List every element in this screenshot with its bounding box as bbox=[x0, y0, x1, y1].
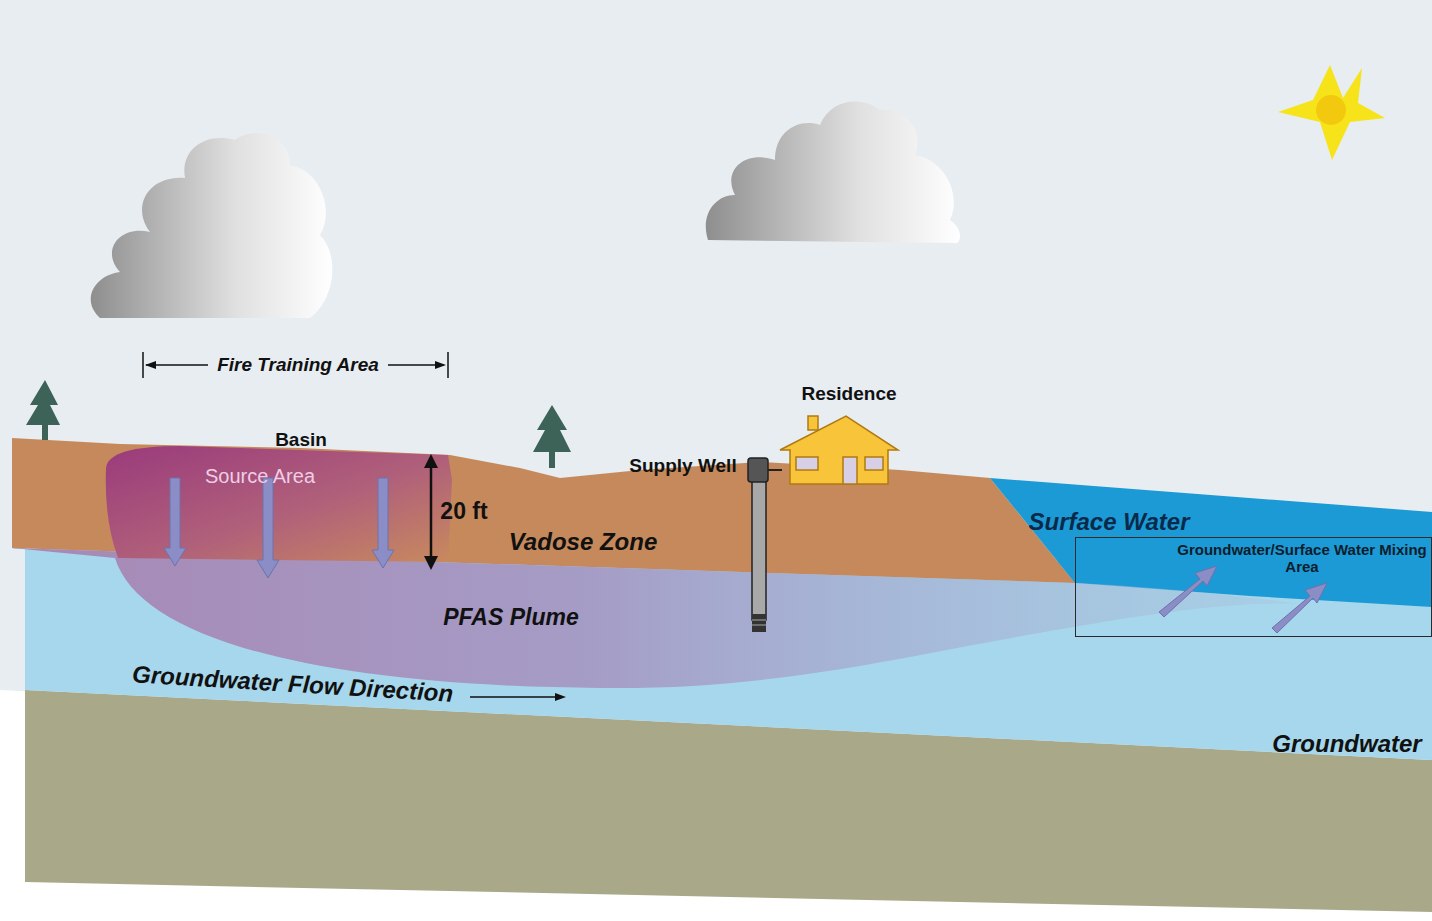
area-label: Fire Training Area bbox=[213, 355, 383, 376]
mixing-area-box: Groundwater/Surface Water Mixing Area bbox=[1075, 537, 1432, 637]
box-label: Groundwater/Surface Water Mixing Area bbox=[1177, 541, 1427, 576]
clouds bbox=[91, 102, 960, 318]
residence-label: Residence bbox=[801, 384, 896, 405]
trees bbox=[26, 380, 571, 468]
basin-label: Basin bbox=[275, 430, 327, 451]
supply-well bbox=[748, 458, 782, 632]
surface-water-label: Surface Water bbox=[1029, 509, 1190, 535]
sun bbox=[1278, 65, 1385, 160]
plume-label: PFAS Plume bbox=[443, 605, 578, 630]
residence-house bbox=[780, 416, 898, 484]
zone-label: Vadose Zone bbox=[509, 529, 657, 555]
infiltration-arrows bbox=[164, 478, 394, 578]
source-area-label: Source Area bbox=[205, 465, 315, 487]
well-label: Supply Well bbox=[629, 456, 736, 477]
source-area bbox=[106, 446, 452, 562]
discharge-arrows bbox=[1159, 566, 1327, 633]
groundwater-label: Groundwater bbox=[1272, 731, 1421, 757]
dimension-label: 20 ft bbox=[440, 499, 487, 524]
flow-arrow bbox=[470, 693, 566, 701]
area-dimension bbox=[143, 352, 448, 378]
depth-dimension bbox=[424, 454, 438, 570]
